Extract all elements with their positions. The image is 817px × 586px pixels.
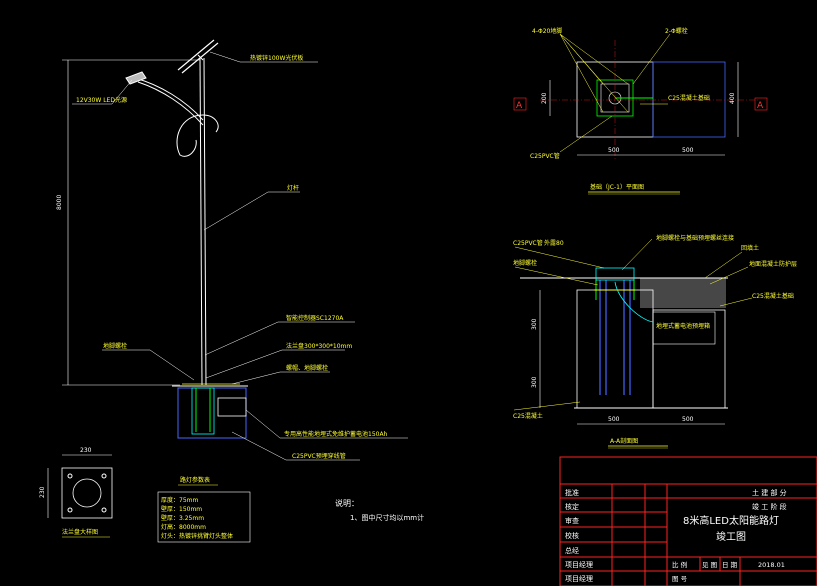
notes-item-1: 1、图中尺寸均以mm计 — [350, 513, 424, 522]
section-label-tl1: C25PVC管 — [513, 239, 543, 247]
tb-drawing-no-label: 图 号 — [672, 575, 688, 583]
title-block: 批准 核定 审查 校核 总经 项目经理 项目经理 土 建 部 分 竣 工 阶 段… — [559, 456, 817, 586]
section-label-tr3: 地面混凝土防护层 — [749, 260, 797, 268]
section-caption: A-A剖面图 — [610, 437, 638, 445]
section-dim-left-top: 300 — [531, 318, 538, 330]
tb-company: 土 建 部 分 — [752, 488, 787, 497]
tb-row-1: 批准 — [565, 488, 579, 497]
notes: 说明： 1、图中尺寸均以mm计 — [335, 498, 424, 522]
controller-label: 智能控制器SC1270A — [286, 314, 344, 322]
tb-title-line2: 竣工图 — [716, 530, 746, 543]
tb-date-value: 2018.01 — [758, 561, 785, 569]
section-label-tl2: 外露80 — [544, 239, 564, 247]
panel-label: 热镀锌100W光伏板 — [250, 54, 303, 62]
params-row-4: 灯高：8000mm — [161, 523, 206, 531]
section-dim-left-bottom: 300 — [531, 376, 538, 388]
tb-row-7: 项目经理 — [565, 574, 593, 583]
params-table: 路灯参数表 厚度：75mm 壁厚：150mm 壁厚：3.25mm 灯高：8000… — [157, 476, 251, 543]
section-dim-br: 500 — [682, 416, 694, 423]
plan-label-tl: 4-Φ20地脚 — [532, 27, 562, 35]
section-dim-bl: 500 — [608, 416, 620, 423]
flange-label: 法兰盘300*300*10mm — [286, 342, 352, 350]
params-row-2: 壁厚：150mm — [161, 505, 202, 513]
tb-row-3: 审查 — [565, 516, 579, 525]
flange-height-dim: 230 — [39, 486, 46, 498]
plan-dim-right: 400 — [729, 92, 736, 104]
params-title: 路灯参数表 — [180, 476, 210, 484]
tb-row-6: 项目经理 — [565, 560, 593, 569]
tb-stage: 竣 工 阶 段 — [752, 502, 787, 511]
section-label-tl3: 地脚螺栓 — [513, 259, 537, 267]
tb-scale-label: 比 例 — [672, 560, 687, 569]
plan-label-bottom: C25PVC管 — [530, 152, 560, 160]
flange-width-dim: 230 — [80, 447, 92, 454]
plan-label-tr: 2-Φ螺栓 — [665, 27, 688, 35]
section-mark-right: A — [757, 101, 764, 111]
light-elevation: 8000 热镀锌100W光伏板 12V30W LED光源 灯杆 智能控制器SC1… — [56, 39, 408, 461]
section-label-bottom: C25混凝土 — [513, 412, 543, 420]
lamp-label: 12V30W LED光源 — [76, 96, 127, 104]
notes-heading: 说明： — [335, 498, 359, 508]
conduit-label: C25PVC预埋穿线管 — [292, 452, 346, 460]
foundation-plan: A A 4-Φ20地脚 2-Φ螺栓 C25混凝土基础 C25PVC管 200 4… — [513, 27, 768, 195]
section-label-tr2: 回填土 — [741, 244, 759, 252]
foundation-section: C25PVC管 外露80 地脚螺栓 地脚螺栓与基础预埋螺丝连接 回填土 地面混凝… — [513, 234, 797, 449]
section-mark-left: A — [516, 101, 523, 111]
section-label-tr4: C25混凝土基础 — [752, 292, 794, 300]
plan-caption: 基础（JC-1）平面图 — [590, 183, 644, 191]
tb-date-label: 日 期 — [722, 561, 738, 569]
plan-dim-left: 200 — [541, 92, 548, 104]
tb-row-5: 总经 — [565, 546, 579, 555]
tb-row-2: 核定 — [565, 502, 579, 511]
section-label-box: 地埋式蓄电池预埋箱 — [656, 322, 710, 330]
flange-caption: 法兰盘大样图 — [62, 528, 98, 536]
tb-title-line1: 8米高LED太阳能路灯 — [683, 514, 779, 527]
nut-label: 螺帽、地脚螺栓 — [286, 364, 328, 372]
plan-label-right: C25混凝土基础 — [668, 94, 710, 102]
params-row-5: 灯头：热镀锌挑臂灯头整体 — [161, 532, 233, 540]
params-row-1: 厚度：75mm — [161, 496, 198, 504]
ground-label: 地脚螺栓 — [103, 342, 127, 350]
height-dim: 8000 — [56, 195, 63, 210]
pole-label: 灯杆 — [287, 184, 299, 192]
plan-dim-br: 500 — [682, 147, 694, 154]
plan-dim-bl: 500 — [608, 147, 620, 154]
tb-row-4: 校核 — [565, 531, 579, 540]
section-label-tr1: 地脚螺栓与基础预埋螺丝连接 — [656, 234, 734, 242]
flange-detail: 230 230 法兰盘大样图 — [39, 447, 113, 538]
battery-label: 专用高性能地埋式免维护蓄电池150Ah — [284, 430, 388, 438]
tb-scale-value: 见 图 — [702, 561, 717, 569]
params-row-3: 壁厚：3.25mm — [161, 514, 204, 522]
